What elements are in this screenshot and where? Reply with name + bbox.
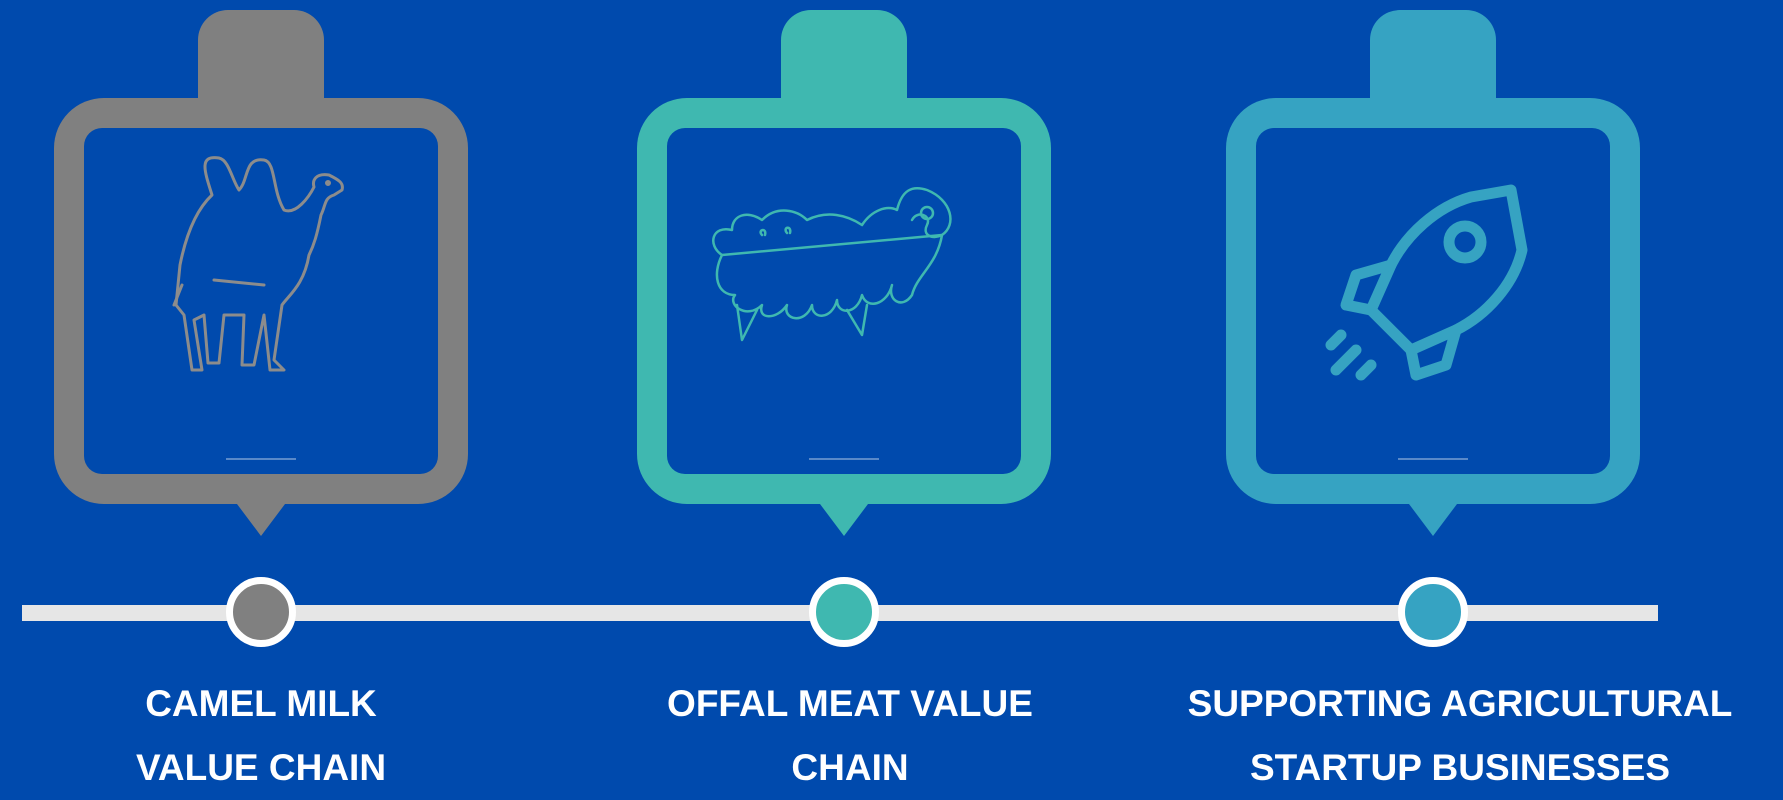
card-pointer — [811, 492, 877, 536]
card-frame — [637, 98, 1051, 504]
timeline-dot-startup — [1398, 577, 1468, 647]
label-line: CAMEL MILK — [145, 683, 377, 724]
card-frame — [54, 98, 468, 504]
startup-card — [1226, 10, 1640, 536]
camel-milk-card — [54, 10, 468, 536]
card-notch — [1398, 458, 1468, 468]
card-notch — [226, 458, 296, 468]
label-line: STARTUP BUSINESSES — [1249, 747, 1671, 788]
timeline-dot-camel — [226, 577, 296, 647]
camel-icon — [172, 156, 344, 372]
startup-label: SUPPORTING AGRICULTURAL STARTUP BUSINESS… — [1160, 672, 1760, 800]
camel-milk-label: CAMEL MILK VALUE CHAIN — [60, 672, 462, 800]
card-notch — [809, 458, 879, 468]
card-frame-inner — [84, 128, 438, 474]
label-line: SUPPORTING AGRICULTURAL — [1187, 683, 1733, 724]
card-frame-inner — [667, 128, 1021, 474]
offal-meat-card — [637, 10, 1051, 536]
label-line: VALUE CHAIN — [135, 747, 387, 788]
rocket-icon — [1325, 184, 1528, 381]
card-frame-inner — [1256, 128, 1610, 474]
label-line: OFFAL MEAT VALUE — [667, 683, 1033, 724]
card-frame — [1226, 98, 1640, 504]
label-line: CHAIN — [791, 747, 909, 788]
card-pointer — [1400, 492, 1466, 536]
timeline-dot-offal — [809, 577, 879, 647]
sheep-icon — [712, 186, 952, 342]
card-pointer — [228, 492, 294, 536]
offal-meat-label: OFFAL MEAT VALUE CHAIN — [630, 672, 1070, 800]
